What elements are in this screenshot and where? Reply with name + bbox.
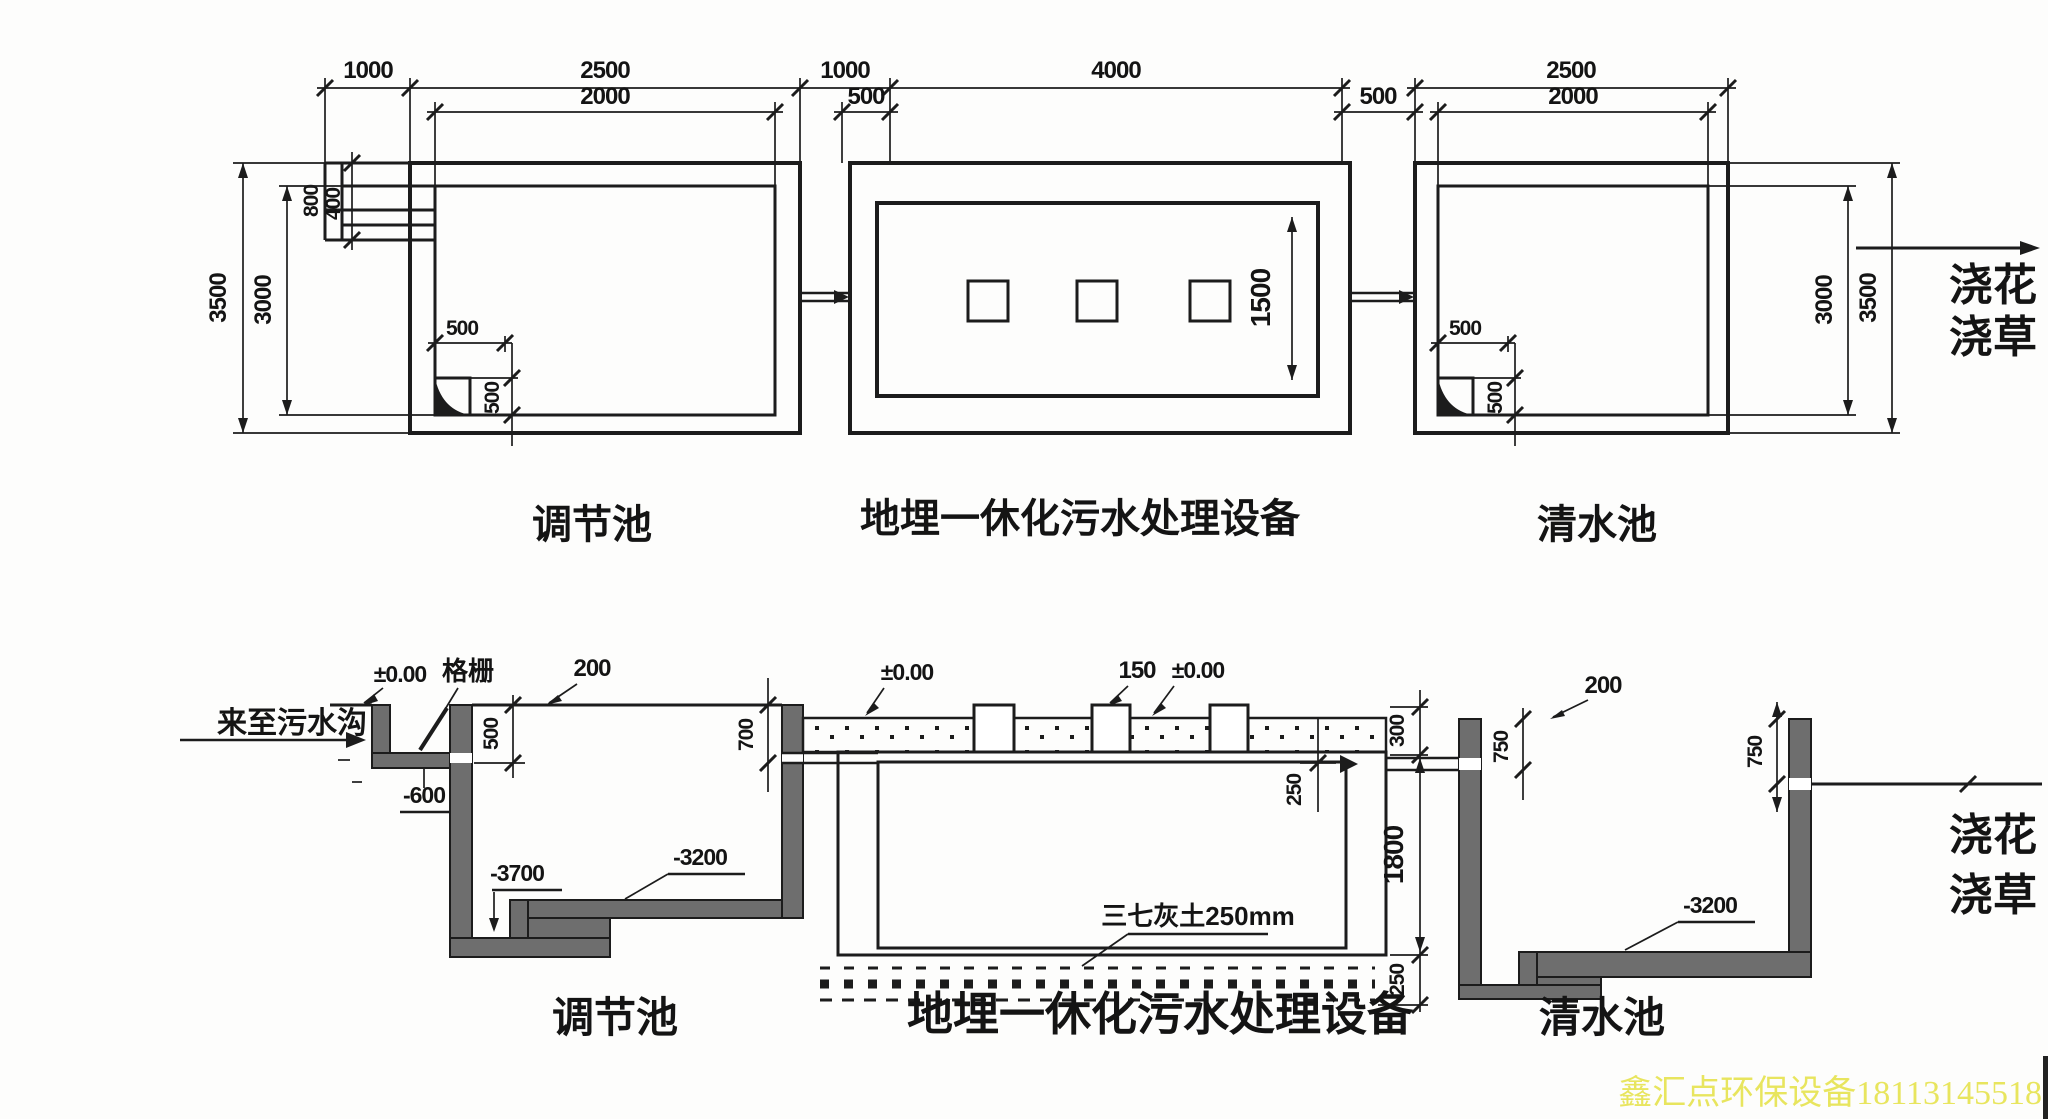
level-zero-middle: ±0.00 [881,659,934,685]
plan-view: 800 400 [205,57,2040,547]
plan-left-sump-width: 500 [446,317,478,340]
manhole-riser [1090,703,1132,754]
plan-inlet-dim-800: 800 [300,185,323,217]
section-dim-200-left: 200 [573,655,611,682]
level-minus3200-left: -3200 [673,844,727,870]
plan-left-dimensions: 3500 3000 [205,162,435,434]
section-right-annotations: 200 750 750 浇花 浇草 -3200 [1490,672,2042,951]
section-dim-250-pipe: 250 [1283,774,1306,806]
section-dim-750-left: 750 [1490,731,1513,763]
plan-inlet-structure: 800 400 [300,152,435,250]
plan-equipment-inner [875,201,1320,398]
plan-right-sump: 500 500 [1428,317,1525,446]
section-left-annotations: ±0.00 格栅 500 200 -600 -3700 -3200 700 [362,655,778,932]
plan-dim-1000-mid: 1000 [820,57,870,84]
section-dim-200-right: 200 [1584,672,1622,699]
screen-label: 格栅 [442,656,494,686]
plan-dim-1500: 1500 [1245,268,1276,327]
plan-manhole-squares [966,279,1232,323]
plan-outflow-note-2: 浇草 [1949,313,2037,362]
plan-outflow-note-1: 浇花 [1949,261,2037,310]
plan-dim-2500-right: 2500 [1546,57,1596,84]
level-zero-left: ±0.00 [374,661,427,687]
section-equipment [801,703,1388,1002]
plan-dim-1000-left: 1000 [343,57,393,84]
plan-right-sump-depth: 500 [1484,382,1507,414]
plan-dim-3500-right: 3500 [1855,273,1882,323]
section-dim-1800: 1800 [1378,825,1409,884]
plan-outflow-arrow [2020,241,2040,255]
section-dim-300: 300 [1386,715,1409,747]
plan-inlet-dim-400: 400 [322,188,345,220]
plan-right-sump-symbol [1438,378,1473,415]
manhole-riser [1208,703,1250,754]
plan-dim-500-right: 500 [1359,83,1397,110]
cushion-note: 三七灰土250mm [1101,901,1295,931]
plan-dim-3000-right: 3000 [1811,275,1838,325]
plan-left-sump: 500 500 [425,317,522,446]
plan-dim-2500-left: 2500 [580,57,630,84]
level-zero-middle2: ±0.00 [1172,657,1225,683]
plan-right-tank-outline [1413,161,1730,435]
section-inlet: 来至污水沟 [180,703,372,783]
manhole-riser [972,703,1016,754]
flow-arrow [1340,755,1358,773]
section-outflow-note-1: 浇花 [1949,811,2037,860]
section-inlet-note: 来至污水沟 [217,707,367,740]
level-minus3200-right: -3200 [1683,892,1737,918]
plan-label-left-tank: 调节池 [532,503,652,547]
plan-equipment-dim: 1500 [1245,217,1297,380]
section-right-tank [1458,718,1812,1000]
plan-top-dimensions: 1000 2500 1000 4000 2500 2000 500 500 20… [315,57,1738,186]
section-dim-150: 150 [1118,657,1156,684]
plan-label-right-tank: 清水池 [1537,503,1657,547]
scan-edge [2043,1056,2048,1119]
plan-right-tank-inner [1436,184,1710,417]
watermark-text: 鑫汇点环保设备18113145518 [1618,1074,2042,1112]
plan-dim-500-left: 500 [847,83,885,110]
plan-left-tank-inner [433,184,777,417]
section-label-left-tank: 调节池 [552,994,678,1041]
plan-dim-4000: 4000 [1091,57,1141,84]
section-dim-700: 700 [735,719,758,751]
level-minus3700: -3700 [490,860,544,886]
plan-dim-3500-left: 3500 [205,273,232,323]
plan-left-sump-depth: 500 [481,382,504,414]
plan-dim-2000-right: 2000 [1548,83,1598,110]
section-dim-750-right: 750 [1744,736,1767,768]
section-dim-500: 500 [480,718,503,750]
section-label-right-tank: 清水池 [1539,994,1665,1041]
plan-right-dimensions: 3000 3500 浇花 浇草 [1708,162,2040,434]
section-dim-250-bottom: 250 [1386,964,1409,996]
equipment-tank-inner [876,760,1348,950]
section-outflow-note-2: 浇草 [1949,871,2037,920]
equipment-tank-outline [836,750,1388,957]
section-label-middle-unit: 地埋一休化污水处理设备 [907,988,1414,1040]
plan-dim-3000-left: 3000 [250,275,277,325]
plan-left-tank-outline [408,161,802,435]
plan-right-sump-width: 500 [1449,317,1481,340]
section-view: 来至污水沟 ±0.00 格栅 [180,655,2042,1041]
section-equipment-annotations: ±0.00 150 ±0.00 三七灰土250mm 300 1800 250 [865,657,1430,1015]
plan-left-sump-symbol [435,378,470,415]
section-left-tank [371,703,804,958]
plan-label-middle-unit: 地埋一休化污水处理设备 [860,497,1301,541]
plan-connecting-pipes [800,290,1415,304]
plan-dim-2000-left: 2000 [580,83,630,110]
plan-middle-unit-outline [848,161,1352,435]
